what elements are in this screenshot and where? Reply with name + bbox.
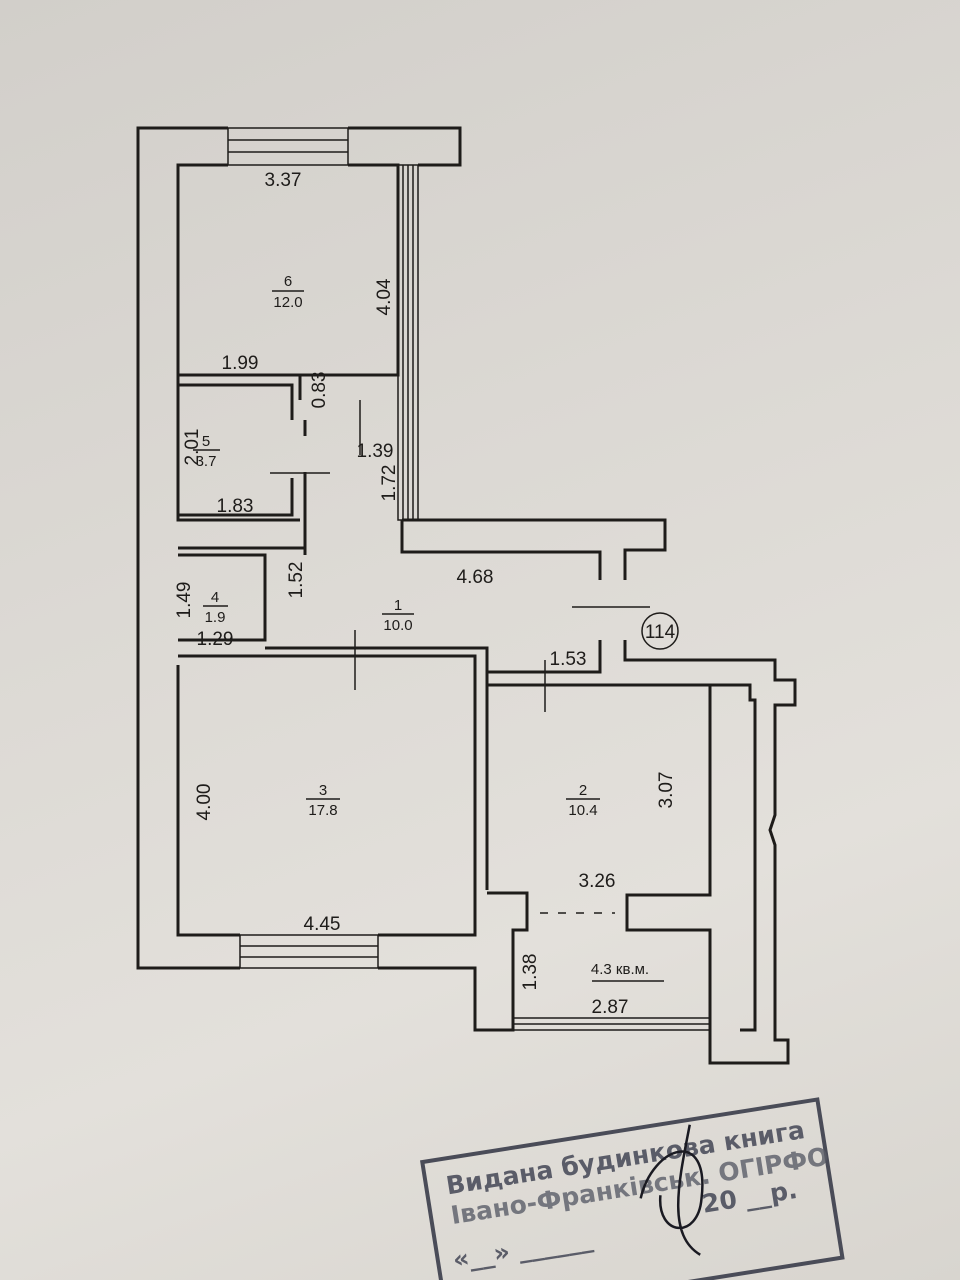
room-1-number: 1 — [394, 597, 402, 614]
room-4-number: 4 — [211, 589, 219, 606]
dimension-labels: 3.37 4.04 1.99 0.83 1.39 2.01 1.83 1.72 … — [174, 170, 677, 1018]
room-4-area: 1.9 — [205, 609, 226, 626]
dim-r6-length: 4.04 — [374, 278, 395, 315]
dim-r4-side: 1.52 — [286, 562, 307, 599]
stamp-line-4: «__» ______ — [451, 1224, 595, 1275]
room-2-area: 10.4 — [568, 802, 597, 819]
room-5-number: 5 — [202, 433, 210, 450]
registration-stamp: Видана будинкова книга Івано-Франківськ.… — [420, 1097, 845, 1280]
dim-r3-width: 4.45 — [304, 914, 341, 935]
room-3-area: 17.8 — [308, 802, 337, 819]
dim-hall-153: 1.53 — [550, 649, 587, 670]
apartment-number-circle — [641, 612, 679, 650]
room-6-number: 6 — [284, 273, 292, 290]
dim-hall-width: 4.68 — [457, 567, 494, 588]
dim-r3-height: 4.00 — [194, 784, 215, 821]
room-3-number: 3 — [319, 782, 327, 799]
room-1-area: 10.0 — [383, 617, 412, 634]
room-6-area: 12.0 — [273, 294, 302, 311]
dim-door-083: 0.83 — [309, 372, 330, 409]
dim-r5-top: 1.99 — [222, 353, 259, 374]
dim-r5-height: 2.01 — [182, 429, 203, 466]
dim-r4-height: 1.49 — [174, 582, 195, 619]
dim-r2-height: 3.07 — [656, 772, 677, 809]
dim-r2-width: 3.26 — [579, 871, 616, 892]
apartment-number: 114 — [645, 622, 676, 643]
dim-r6-width: 3.37 — [265, 170, 302, 191]
room-5-area: 3.7 — [196, 453, 217, 470]
signature — [639, 1124, 704, 1256]
balcony-area: 4.3 кв.м. — [591, 961, 649, 978]
dim-r4-bottom: 1.29 — [197, 629, 234, 650]
dim-corr-172: 1.72 — [379, 465, 400, 502]
dim-balcony-depth: 1.38 — [520, 954, 541, 991]
room-2-number: 2 — [579, 782, 587, 799]
room-labels: 6 12.0 5 3.7 4 1.9 1 10.0 3 17.8 2 10.4 … — [193, 273, 679, 978]
dim-balcony-width: 2.87 — [592, 997, 629, 1018]
walls — [136, 126, 797, 1065]
dim-corr-139: 1.39 — [357, 441, 394, 462]
dim-r5-bottom: 1.83 — [217, 496, 254, 517]
